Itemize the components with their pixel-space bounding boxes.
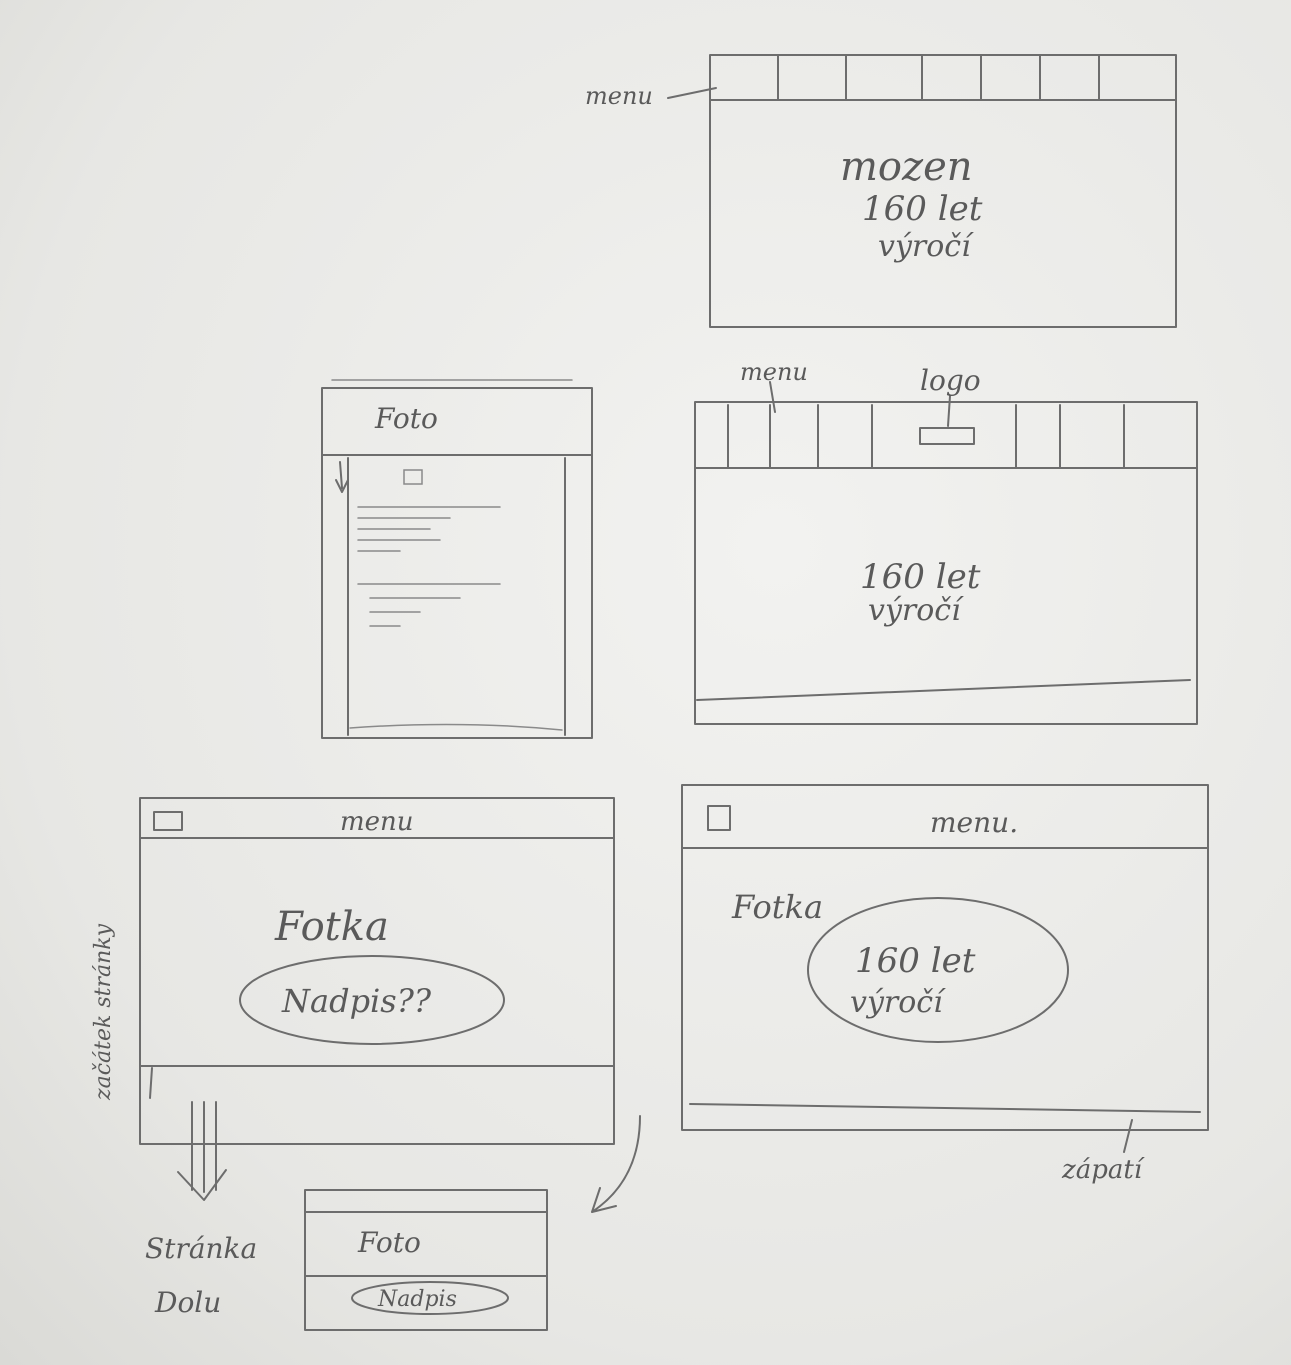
logo-icon <box>919 427 975 445</box>
hamburger-icon <box>153 811 183 831</box>
side-note: začátek stránky <box>91 923 116 1101</box>
oval-line-1: 160 let <box>855 941 976 981</box>
center-line-2: 160 let <box>862 189 983 229</box>
curved-arrow-icon <box>591 1115 641 1213</box>
photo-label: Fotka <box>274 904 389 950</box>
center-line-1: mozen <box>840 144 973 190</box>
center-line-2: výročí <box>868 593 964 628</box>
menu-label: menu. <box>930 806 1018 839</box>
logo-pointer-line <box>947 395 951 427</box>
fold-pointer-line <box>149 1067 153 1099</box>
arrow-note-line-1: Stránka <box>145 1232 257 1265</box>
center-line-3: výročí <box>878 229 974 264</box>
title-oval <box>807 897 1069 1043</box>
oval-line-2: výročí <box>850 985 946 1020</box>
sketch-frame <box>139 797 615 1145</box>
sketch-top-right: menu mozen 160 let výročí <box>585 54 1177 328</box>
sketch-frame <box>681 784 1209 1131</box>
down-arrow-icon <box>177 1101 227 1201</box>
hamburger-icon <box>707 805 731 831</box>
oval-label: Nadpis?? <box>281 982 432 1020</box>
menu-dividers <box>777 54 1100 101</box>
footer-annotation: zápatí <box>1061 1155 1146 1185</box>
scroll-arrow-icon <box>335 461 349 493</box>
footer-line <box>696 679 1191 701</box>
sketch-frame <box>694 401 1198 725</box>
title-oval <box>239 955 505 1045</box>
text-lines <box>357 506 501 627</box>
menu-annotation: menu <box>585 82 653 110</box>
logo-annotation: logo <box>920 364 981 397</box>
sketch-middle-right: menu logo 160 let výročí <box>694 358 1198 725</box>
photo-label: Foto <box>357 1226 421 1259</box>
footer-line <box>689 1103 1201 1113</box>
image-placeholder-icon <box>403 469 423 485</box>
sketch-middle-left: Foto <box>321 379 593 739</box>
sketch-bottom-left: menu Fotka Nadpis?? začátek stránky Strá… <box>91 797 641 1319</box>
bottom-scribble <box>349 723 563 731</box>
menu-pointer-line <box>667 87 717 99</box>
sketch-bottom-right: menu. Fotka 160 let výročí zápatí <box>681 784 1209 1185</box>
sketch-frame <box>709 54 1177 328</box>
oval-label: Nadpis <box>377 1287 457 1312</box>
menu-pointer-line <box>769 381 776 413</box>
menu-dividers <box>727 404 1125 469</box>
center-line-1: 160 let <box>860 557 981 597</box>
arrow-note-line-2: Dolu <box>154 1286 221 1319</box>
sketch-bottom-small: Foto Nadpis <box>304 1189 548 1331</box>
sketch-frame <box>321 387 593 739</box>
menu-annotation: menu <box>740 358 808 386</box>
footer-pointer-line <box>1123 1119 1133 1153</box>
menu-label: menu <box>340 807 414 837</box>
title-oval <box>351 1281 509 1315</box>
sketch-frame <box>304 1189 548 1331</box>
photo-label: Fotka <box>731 888 823 926</box>
header-label: Foto <box>374 402 438 435</box>
